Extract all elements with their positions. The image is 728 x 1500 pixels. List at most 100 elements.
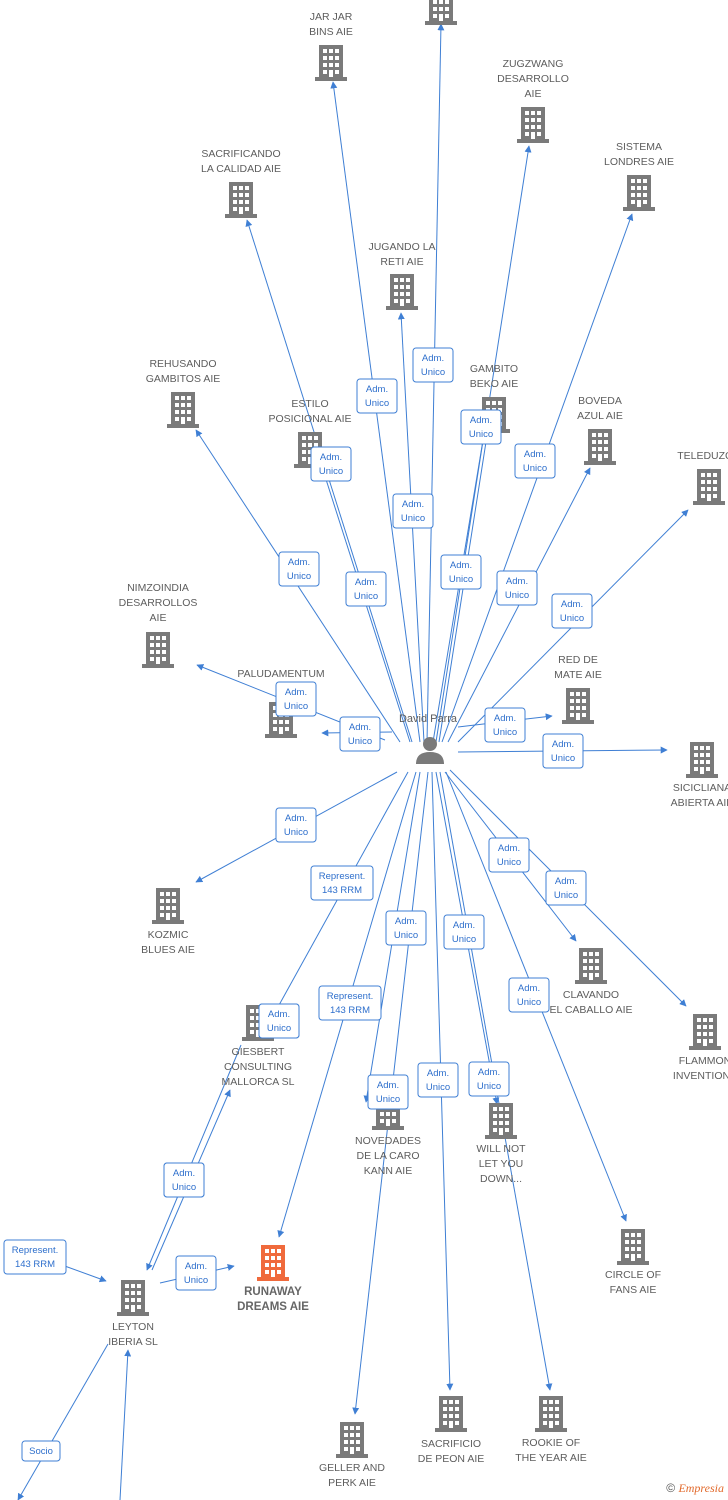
edge-label-e32[interactable]: Adm.Unico [163, 1162, 205, 1198]
edge-label-e6[interactable]: Adm.Unico [392, 493, 434, 529]
edge-label-e12[interactable]: Adm.Unico [275, 681, 317, 717]
edge-label-e31[interactable]: Represent.143 RRM [3, 1239, 67, 1275]
edge-label-text: Adm.Unico [172, 1168, 196, 1193]
building-icon [689, 1014, 721, 1050]
edge-label-e15[interactable]: Adm.Unico [542, 733, 584, 769]
building-icon [575, 948, 607, 984]
edge-label-box [412, 347, 454, 383]
edge-label-e14[interactable]: Adm.Unico [484, 707, 526, 743]
person-name: David Parra [399, 713, 458, 725]
edge-label-e1[interactable]: Adm.Unico [412, 347, 454, 383]
edge-label-e27[interactable]: Adm.Unico [468, 1061, 510, 1097]
edge-label-e25[interactable]: Represent.143 RRM [318, 985, 382, 1021]
edge-label-e5[interactable]: Adm.Unico [310, 446, 352, 482]
company-node-flammon[interactable]: FLAMMONINVENTIONS [673, 1014, 728, 1082]
edge-label-box [345, 571, 387, 607]
edge-label-e3[interactable]: Adm.Unico [460, 409, 502, 445]
edge-label-box [21, 1440, 61, 1462]
edge-label-e18[interactable]: Adm.Unico [545, 870, 587, 906]
edge-label-e22[interactable]: Adm.Unico [508, 977, 550, 1013]
building-icon [117, 1280, 149, 1316]
edge-label-e17[interactable]: Adm.Unico [488, 837, 530, 873]
edge-label-box [310, 865, 374, 901]
edge-label-e9[interactable]: Adm.Unico [440, 554, 482, 590]
edge-label-text: Represent.143 RRM [319, 871, 365, 896]
edge-label-text: Adm.Unico [493, 713, 517, 738]
edge-label-box [275, 807, 317, 843]
company-node-paludamentum[interactable]: PALUDAMENTUM [237, 668, 325, 738]
edge-label-e8[interactable]: Adm.Unico [345, 571, 387, 607]
building-icon [485, 1103, 517, 1139]
building-icon [225, 182, 257, 218]
edge-label-e10[interactable]: Adm.Unico [496, 570, 538, 606]
edge-label-e23[interactable]: Adm.Unico [417, 1062, 459, 1098]
edge-label-text: Represent.143 RRM [12, 1245, 58, 1270]
edge-label-e13[interactable]: Adm.Unico [339, 716, 381, 752]
edge-label-e30[interactable]: Adm.Unico [258, 1003, 300, 1039]
edge-label-e11[interactable]: Adm.Unico [551, 593, 593, 629]
building-icon [386, 274, 418, 310]
edge-label-box [163, 1162, 205, 1198]
edge-label-e21[interactable]: Adm.Unico [443, 914, 485, 950]
edge-label-e19[interactable]: Represent.143 RRM [310, 865, 374, 901]
edge-label-text: Adm.Unico [426, 1068, 450, 1093]
edge-label-e4[interactable]: Adm.Unico [514, 443, 556, 479]
edge-label-box [496, 570, 538, 606]
company-node-top[interactable] [425, 0, 457, 25]
edge-label-e7[interactable]: Adm.Unico [278, 551, 320, 587]
company-node-teleduzco[interactable]: TELEDUZCO [677, 450, 728, 505]
edge-label-e2[interactable]: Adm.Unico [356, 378, 398, 414]
edge-label-e29[interactable]: Adm.Unico [175, 1255, 217, 1291]
edge-label-e26[interactable]: Adm.Unico [367, 1074, 409, 1110]
edge-label-text: Adm.Unico [284, 687, 308, 712]
building-icon [693, 469, 725, 505]
edge-label-text: Adm.Unico [523, 449, 547, 474]
brand-logo[interactable]: Empresia [678, 1481, 724, 1495]
edge-label-e20[interactable]: Adm.Unico [385, 910, 427, 946]
person-node[interactable]: David Parra [399, 713, 458, 764]
company-label: FLAMMONINVENTIONS [673, 1055, 728, 1082]
edge-label-box [367, 1074, 409, 1110]
edge-label-box [542, 733, 584, 769]
edge-label-e33[interactable]: Socio [21, 1440, 61, 1462]
building-icon [562, 688, 594, 724]
person-icon-body [416, 752, 444, 764]
edge-label-text: Adm.Unico [184, 1261, 208, 1286]
edge-label-text: Adm.Unico [477, 1067, 501, 1092]
edge-label-text: Adm.Unico [376, 1080, 400, 1105]
edge-label-box [514, 443, 556, 479]
edge-label-text: Adm.Unico [284, 813, 308, 838]
edge-label-e16[interactable]: Adm.Unico [275, 807, 317, 843]
